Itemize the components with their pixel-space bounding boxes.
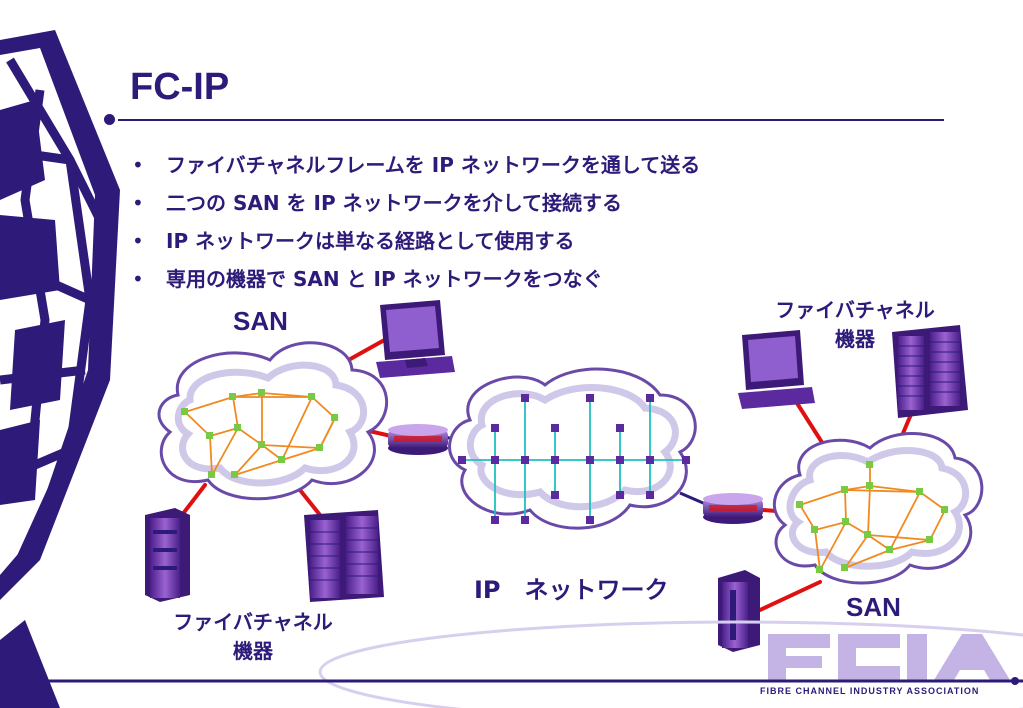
- fc-device-right-line1: ファイバチャネル: [775, 298, 935, 322]
- storage-array-left-icon: [304, 510, 384, 602]
- server-tower-left-icon: [145, 508, 190, 602]
- storage-array-right-icon: [892, 325, 968, 418]
- workstation-left-icon: [376, 300, 455, 378]
- fc-device-right-line2: 機器: [835, 327, 875, 351]
- san-cloud-right: [772, 432, 984, 585]
- fc-device-left-line1: ファイバチャネル: [173, 610, 333, 634]
- fcia-logo: [0, 620, 1023, 708]
- fc-device-right-label: ファイバチャネル 機器: [760, 296, 950, 354]
- fcia-logo-subtitle: FIBRE CHANNEL INDUSTRY ASSOCIATION: [760, 686, 980, 696]
- ip-network-cloud: [448, 367, 697, 530]
- san-cloud-left: [157, 341, 389, 501]
- title-rule: [118, 119, 944, 121]
- slide-title: FC-IP: [130, 66, 230, 108]
- fcip-gateway-left-icon: [388, 424, 448, 455]
- globe-decoration: [0, 30, 120, 708]
- san-left-label: SAN: [233, 306, 288, 336]
- fcip-gateway-right-icon: [703, 493, 763, 524]
- server-tower-right-icon: [718, 570, 760, 652]
- bullet-item: 専用の機器で SAN と IP ネットワークをつなぐ: [128, 260, 700, 298]
- bullet-item: 二つの SAN を IP ネットワークを介して接続する: [128, 184, 700, 222]
- title-rule-dot: [104, 114, 115, 125]
- ip-network-label: IP ネットワーク: [474, 576, 669, 604]
- workstation-right-icon: [738, 330, 815, 409]
- fc-device-left-line2: 機器: [233, 639, 273, 663]
- bullet-list: ファイバチャネルフレームを IP ネットワークを通して送る 二つの SAN を …: [128, 146, 700, 298]
- bullet-item: IP ネットワークは単なる経路として使用する: [128, 222, 700, 260]
- bullet-item: ファイバチャネルフレームを IP ネットワークを通して送る: [128, 146, 700, 184]
- fc-device-left-label: ファイバチャネル 機器: [158, 608, 348, 666]
- san-right-label: SAN: [846, 592, 901, 622]
